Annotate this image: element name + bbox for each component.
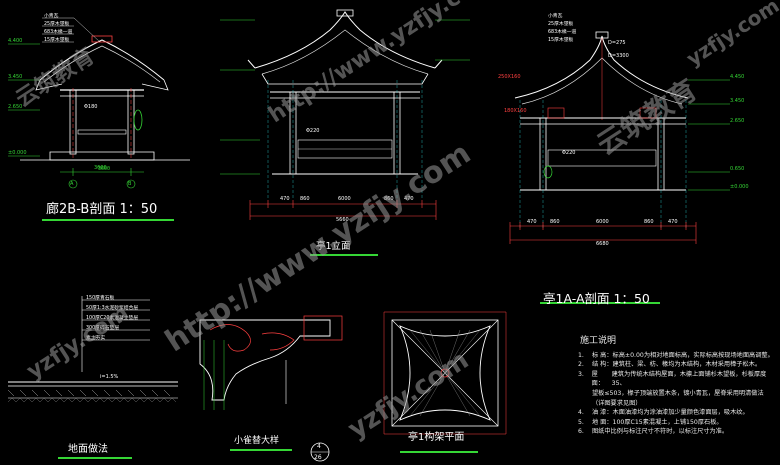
floor-layer-4: 素土夯实 xyxy=(86,336,106,341)
title-corridor-section: 廊2B-B剖面 1：50 xyxy=(46,202,158,217)
level-left-2: 2.650 xyxy=(8,104,23,110)
elev-dim-1: 860 xyxy=(300,196,310,202)
note-row: 1.标 高：标高±0.00为相对地面标高，实际标高按现场地面高调整。 xyxy=(578,351,774,359)
level-right-4: ±0.000 xyxy=(730,184,749,190)
title-bracket-detail: 小雀替大样 xyxy=(234,436,280,446)
roof-layer-2: 683木椽一道 xyxy=(44,30,73,35)
floor-layer-2: 100厚C20素混凝土垫层 xyxy=(86,316,139,321)
roof-layer-0b: 小青瓦 xyxy=(548,14,563,19)
sect-dim-3: 860 xyxy=(644,219,654,225)
title-frame-plan: 亭1构架平面 xyxy=(408,432,465,443)
roof-layer-1b: 25厚木望板 xyxy=(548,22,574,27)
level-left-1: 3.450 xyxy=(8,74,23,80)
title-pavilion-elevation: 亭1立面 xyxy=(316,241,351,252)
note-row: 望板≤503，椽子顶端放置木条，镀小青瓦，屋脊采用明清做法 xyxy=(592,389,764,397)
elev-dim-2: 6000 xyxy=(338,196,351,202)
level-right-3: 0.650 xyxy=(730,166,745,172)
floor-slope: i=1.5% xyxy=(100,374,119,380)
axis-label-a: A xyxy=(70,181,74,187)
level-right-2: 2.650 xyxy=(730,118,745,124)
roof-layer-1: 25厚木望板 xyxy=(44,22,70,27)
axis-label-b: B xyxy=(128,181,132,187)
floor-layer-1: 50厚1:3水泥砂浆结合层 xyxy=(86,306,139,311)
floor-method-drawing xyxy=(7,296,178,459)
note-row: （详图要求见图） xyxy=(592,399,642,407)
level-right-1: 3.450 xyxy=(730,98,745,104)
title-pavilion-section: 亭1A-A剖面 1：50 xyxy=(543,291,650,306)
level-left-0: 4.400 xyxy=(8,38,23,44)
level-right-0: 4.450 xyxy=(730,74,745,80)
note-row: 4.油 漆：木面油漆均为涂油漆加少量颜色漆面层，吸木纹。 xyxy=(578,409,749,417)
floor-layer-3: 300厚碎石垫层 xyxy=(86,326,120,331)
frame-plan-drawing xyxy=(383,311,507,453)
elev-dim-4: 470 xyxy=(404,196,414,202)
sheet-number: 4 xyxy=(317,443,321,450)
pavilion-section-drawing xyxy=(509,31,730,304)
roof-layer-0: 小青瓦 xyxy=(44,14,59,19)
roof-layer-2b: 683木椽一道 xyxy=(548,30,577,35)
elev-total: 5660 xyxy=(336,217,349,223)
sect-total: 6680 xyxy=(596,241,609,247)
note-row: 5.地 面：100厚C15素混凝土，上铺150厚石板。 xyxy=(578,418,723,426)
bracket-detail-drawing xyxy=(199,315,343,451)
pavilion-elevation-drawing xyxy=(220,9,470,256)
corridor-section-drawing: 3600 xyxy=(8,17,190,221)
roof-layer-3b: 15厚木望板 xyxy=(548,38,574,43)
corr-dim: 3600 xyxy=(98,166,110,172)
d-top-label: D=275 xyxy=(608,40,626,46)
level-left-3: ±0.000 xyxy=(8,150,27,156)
sheet-number-badge xyxy=(310,442,330,462)
title-floor-method: 地面做法 xyxy=(68,444,108,455)
floor-layer-0: 150厚青石板 xyxy=(86,296,115,301)
sheet-total: 26 xyxy=(314,454,322,461)
d-mid-label: D=3300 xyxy=(608,53,629,59)
note-row: 3.屋 面：建筑为传统木结构屋面，木檩上面铺杉木望板，杉板厚度 35、 xyxy=(578,370,767,388)
sect-dim-2: 6000 xyxy=(596,219,609,225)
sect-dim-1: 860 xyxy=(550,219,560,225)
note-row: 2.结 构：建筑柱、梁、枋、椽均为木结构，木材采用樟子松木。 xyxy=(578,361,762,369)
roof-layer-3: 15厚木望板 xyxy=(44,38,70,43)
beam-label-1: 250X160 xyxy=(498,74,521,80)
elev-dim-0: 470 xyxy=(280,196,290,202)
col-dia-corr-label: Φ180 xyxy=(84,104,98,110)
note-row: 6.图纸中比例与标注尺寸不符时，以标注尺寸为准。 xyxy=(578,428,729,436)
beam-label-2: 180X160 xyxy=(504,108,527,114)
col-dia-label-2: Φ220 xyxy=(562,150,576,156)
notes-heading: 施工说明 xyxy=(580,336,617,346)
sect-dim-4: 470 xyxy=(668,219,678,225)
col-dia-label: Φ220 xyxy=(306,128,320,134)
sect-dim-0: 470 xyxy=(527,219,537,225)
construction-notes: 施工说明 1.标 高：标高±0.00为相对地面标高，实际标高按现场地面高调整。 … xyxy=(578,336,778,437)
elev-dim-3: 860 xyxy=(384,196,394,202)
corr-dim-text: 3600 xyxy=(94,165,107,171)
